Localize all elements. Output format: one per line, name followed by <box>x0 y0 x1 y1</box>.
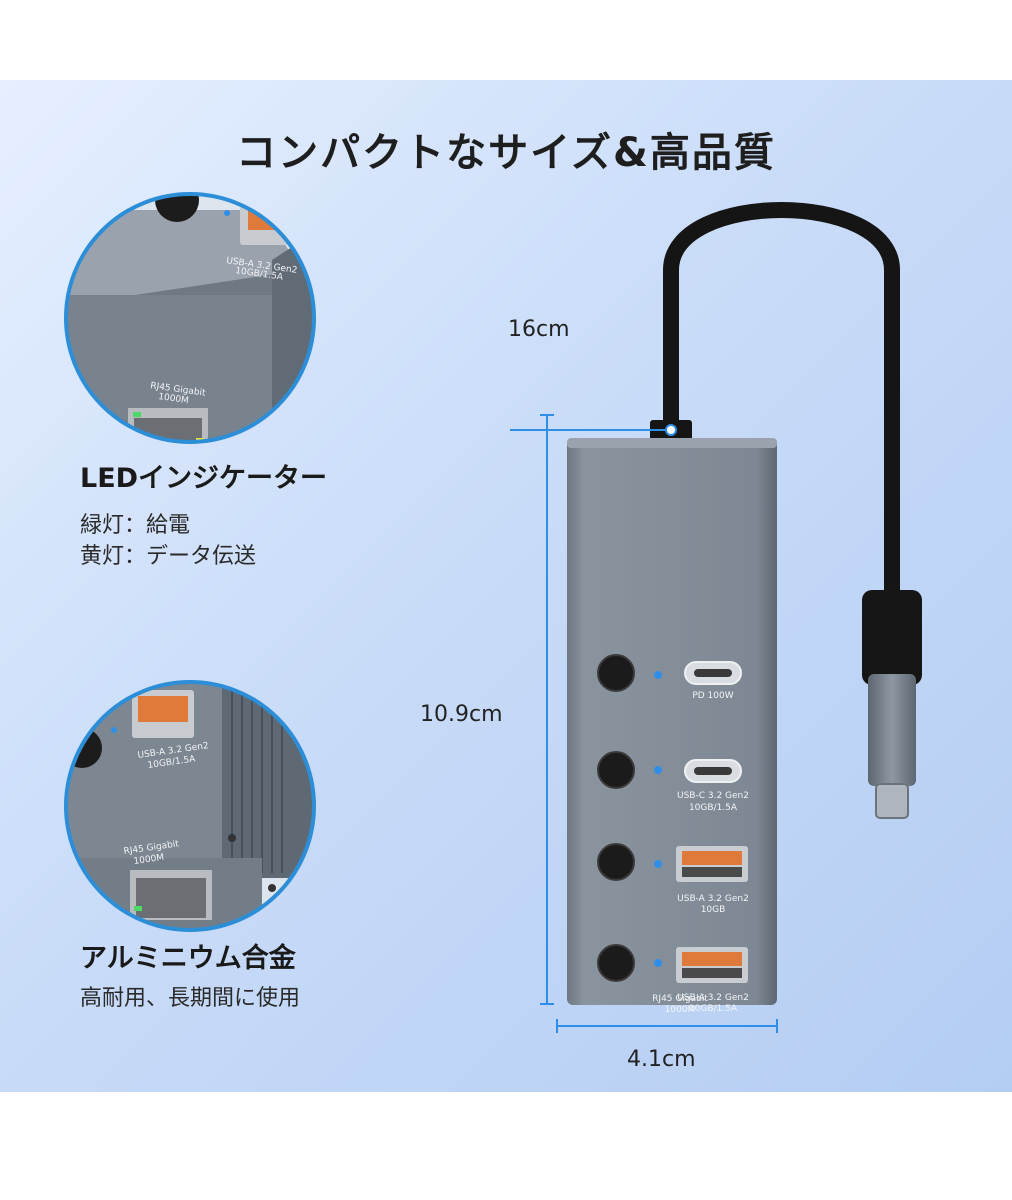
feature-alloy-line: 高耐用、長期間に使用 <box>80 986 301 1011</box>
usb-c-plug-boot <box>862 590 922 685</box>
usb-c-plug-shell <box>868 674 916 786</box>
feature-led-title: LEDインジケーター <box>80 463 328 494</box>
zoom-circle-aluminium: USB-A 3.2 Gen2 10GB/1.5A RJ45 Gigabit 10… <box>64 680 316 932</box>
cable-length-label: 16cm <box>508 317 570 342</box>
rj45-label-1: RJ45 Gigabit <box>652 994 708 1004</box>
port3-label-2: 10GB <box>701 905 726 915</box>
port-switch-4 <box>597 944 635 982</box>
port-switch-3 <box>597 843 635 881</box>
port-switch-1 <box>597 654 635 692</box>
led-4 <box>654 959 662 967</box>
product-panel: コンパクトなサイズ&高品質 USB-A 3.2 Gen2 10GB/1.5A R… <box>0 80 1012 1092</box>
zoom-circle-rj45: USB-A 3.2 Gen2 10GB/1.5A RJ45 Gigabit 10… <box>64 192 316 444</box>
port3-label-1: USB-A 3.2 Gen2 <box>677 894 749 904</box>
page-title: コンパクトなサイズ&高品質 <box>236 130 776 176</box>
feature-led-line-green: 緑灯：給電 <box>80 513 191 538</box>
feature-alloy-title: アルミニウム合金 <box>80 943 296 974</box>
port2-label-2: 10GB/1.5A <box>689 803 738 813</box>
led-2 <box>654 766 662 774</box>
usb-hub-product: PD 100W USB-C 3.2 Gen2 10GB/1.5A USB-A 3… <box>510 202 922 1033</box>
port4-label-1: USB-A 3.2 Gen2 <box>677 993 749 1003</box>
usb-c-plug-tip <box>875 783 909 819</box>
port-switch-2 <box>597 751 635 789</box>
port4-label-2: 10GB/1.5A <box>689 1004 738 1014</box>
hub-body <box>567 438 777 1005</box>
rj45-label: RJ45 Gigabit 1000M <box>652 994 708 1015</box>
feature-led-line-yellow: 黄灯：データ伝送 <box>80 544 257 569</box>
height-label: 10.9cm <box>420 702 503 727</box>
zoom2-rj45-label-2: 1000M <box>133 853 165 867</box>
port2-label-1: USB-C 3.2 Gen2 <box>677 791 749 801</box>
rj45-label-2: 1000M <box>665 1005 696 1015</box>
width-label: 4.1cm <box>627 1047 696 1072</box>
zoom1-rj45-label-2: 1000M <box>158 392 190 406</box>
port1-label-1: PD 100W <box>692 691 733 701</box>
led-1 <box>654 671 662 679</box>
led-3 <box>654 860 662 868</box>
cable <box>663 202 900 608</box>
